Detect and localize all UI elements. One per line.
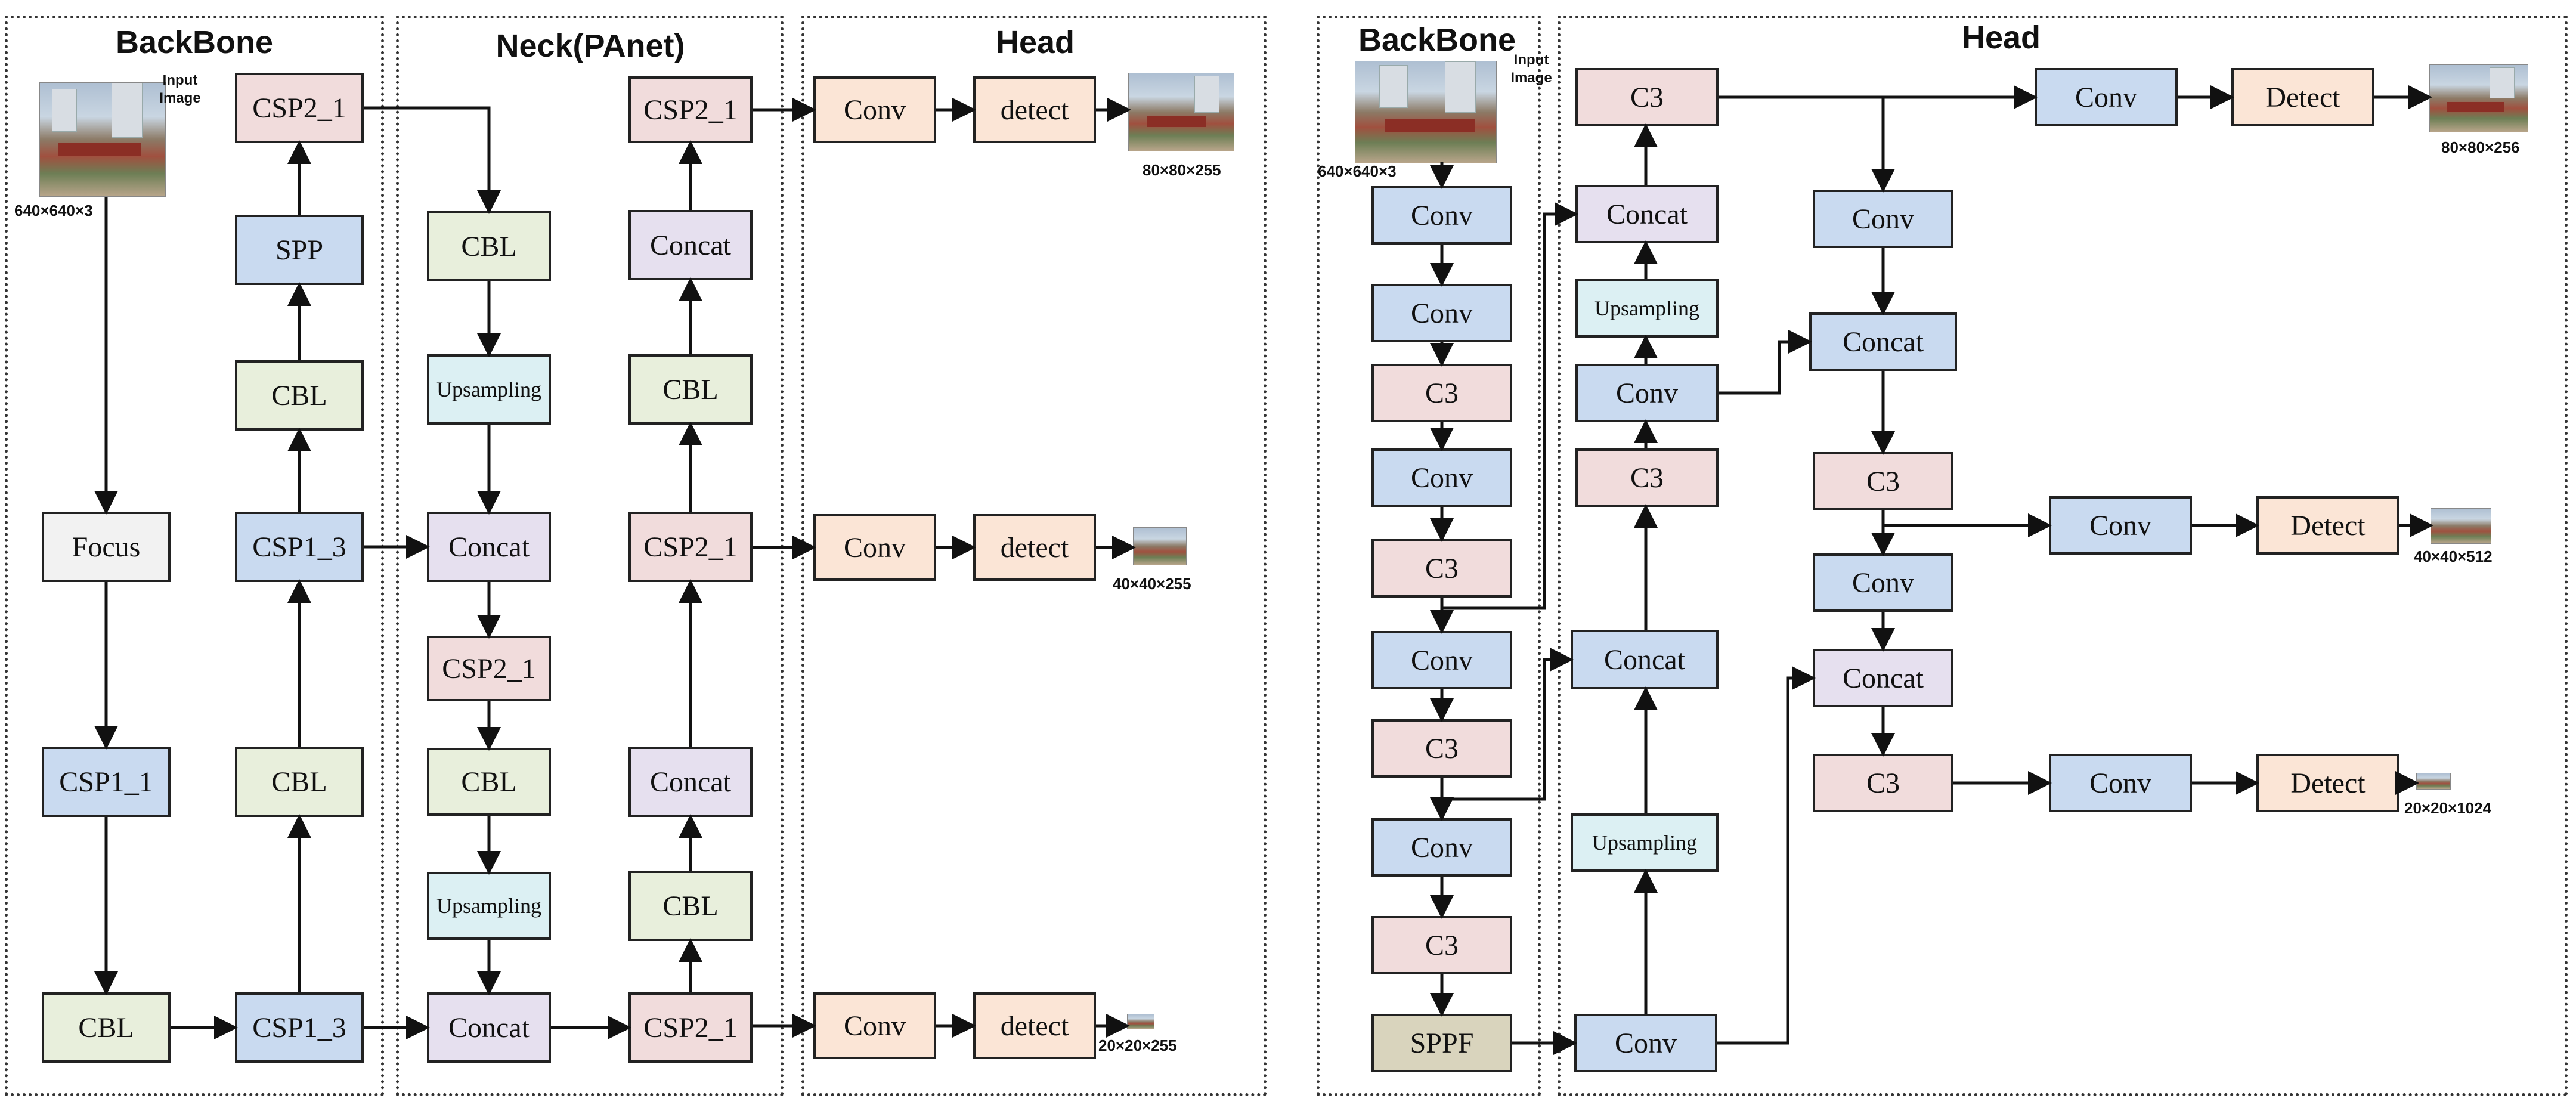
left-backbone-cbl-3: CBL (42, 992, 171, 1063)
left-head-conv-1: Conv (813, 76, 936, 143)
right-input-image (1355, 61, 1497, 163)
left-pan-cbl-mid: CBL (628, 871, 753, 941)
left-neck-csp2_1: CSP2_1 (427, 636, 551, 701)
left-neck-concat-2: Concat (427, 992, 551, 1063)
left-pan-cbl-top: CBL (628, 354, 753, 425)
left-backbone-title: BackBone (115, 24, 274, 60)
right-head-c3-b: C3 (1575, 448, 1719, 507)
right-output-dim-2: 40×40×512 (2414, 547, 2493, 565)
left-output-image-3 (1127, 1014, 1154, 1029)
left-backbone-spp: SPP (235, 215, 364, 285)
right-head-col2-c3-a: C3 (1813, 452, 1953, 510)
left-output-image-2 (1133, 527, 1187, 565)
left-neck-title: Neck(PAnet) (496, 28, 685, 64)
left-pan-csp2_1-bot: CSP2_1 (628, 992, 753, 1063)
right-backbone-sppf: SPPF (1371, 1014, 1512, 1072)
left-backbone-cbl-2: CBL (235, 747, 364, 817)
right-head-title: Head (1961, 20, 2041, 55)
left-backbone-region (5, 16, 384, 1096)
right-backbone-c3-2: C3 (1371, 539, 1512, 598)
right-backbone-region (1317, 16, 1541, 1096)
right-input-dim: 640×640×3 (1318, 162, 1397, 180)
right-backbone-conv-3: Conv (1371, 448, 1512, 507)
right-head-upsampling-a: Upsampling (1575, 279, 1719, 338)
left-backbone-csp1_3-a: CSP1_3 (235, 512, 364, 582)
left-neck-cbl-2: CBL (427, 748, 551, 816)
left-head-conv-3: Conv (813, 992, 936, 1059)
left-input-image (39, 82, 166, 197)
left-output-dim-1: 80×80×255 (1143, 161, 1221, 179)
right-head-conv-a: Conv (1575, 364, 1719, 422)
left-backbone-cbl-1: CBL (235, 360, 364, 431)
right-output-dim-3: 20×20×1024 (2404, 799, 2492, 817)
right-head-out-conv-2: Conv (2049, 496, 2192, 555)
left-output-dim-3: 20×20×255 (1098, 1036, 1177, 1054)
right-head-out-conv-3: Conv (2049, 754, 2192, 812)
left-input-dim: 640×640×3 (14, 202, 93, 219)
right-output-image-1 (2429, 64, 2528, 132)
right-backbone-title: BackBone (1358, 22, 1516, 58)
left-neck-cbl-1: CBL (427, 211, 551, 281)
right-backbone-c3-1: C3 (1371, 364, 1512, 422)
left-head-title: Head (995, 24, 1075, 60)
left-backbone-csp1_1: CSP1_1 (42, 747, 171, 817)
right-output-image-3 (2416, 773, 2451, 790)
left-head-conv-2: Conv (813, 514, 936, 581)
right-head-col2-conv-b: Conv (1813, 553, 1953, 612)
left-neck-concat-1: Concat (427, 512, 551, 582)
right-head-conv-b: Conv (1574, 1014, 1717, 1072)
left-head-detect-3: detect (973, 992, 1096, 1059)
right-backbone-c3-4: C3 (1371, 916, 1512, 974)
left-backbone-focus: Focus (42, 512, 171, 582)
right-head-col2-c3-b: C3 (1813, 754, 1953, 812)
right-output-dim-1: 80×80×256 (2441, 138, 2520, 156)
left-pan-concat-mid: Concat (628, 747, 753, 817)
left-neck-upsampling-1: Upsampling (427, 354, 551, 425)
left-output-dim-2: 40×40×255 (1113, 575, 1191, 593)
right-backbone-conv-4: Conv (1371, 631, 1512, 689)
right-backbone-conv-2: Conv (1371, 284, 1512, 342)
left-backbone-csp1_3-b: CSP1_3 (235, 992, 364, 1063)
right-backbone-conv-5: Conv (1371, 818, 1512, 877)
left-neck-region (396, 16, 784, 1096)
right-head-region (1558, 16, 2568, 1096)
left-backbone-csp2_1: CSP2_1 (235, 73, 364, 143)
left-output-image-1 (1128, 73, 1234, 151)
right-head-out-detect-1: Detect (2231, 68, 2374, 126)
right-head-out-detect-2: Detect (2256, 496, 2399, 555)
left-pan-csp2_1-mid: CSP2_1 (628, 512, 753, 582)
left-pan-csp2_1-top: CSP2_1 (628, 76, 753, 143)
left-head-detect-2: detect (973, 514, 1096, 581)
